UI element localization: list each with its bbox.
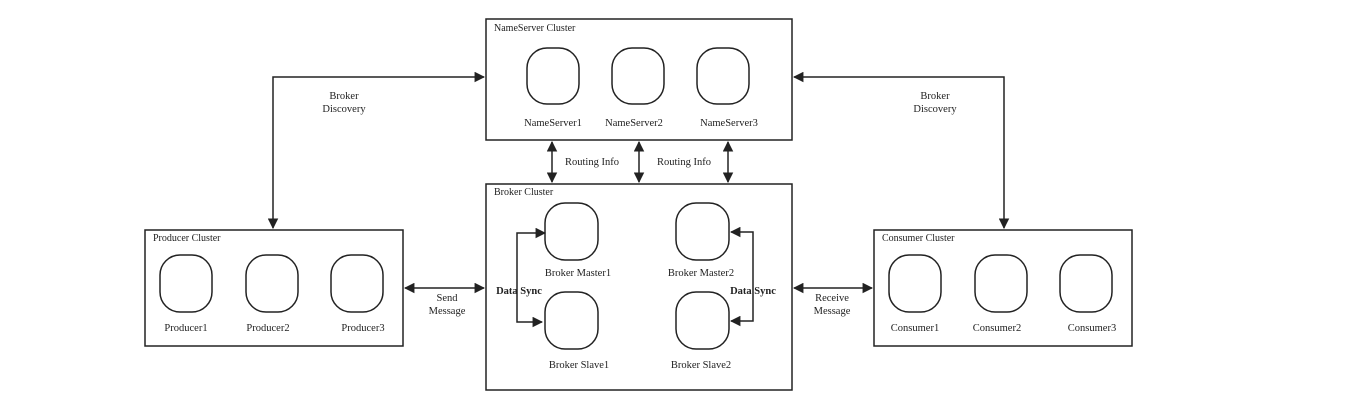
broker-master2-node — [675, 202, 730, 261]
broker-discovery-right-label-line2: Discovery — [913, 104, 957, 115]
broker-slave2-label: Broker Slave2 — [671, 360, 731, 371]
consumer1-label: Consumer1 — [891, 323, 939, 334]
consumer2-label: Consumer2 — [973, 323, 1021, 334]
producer1-node — [159, 254, 213, 313]
data-sync-right-connector — [729, 226, 754, 327]
receive-message-label-line1: Receive — [815, 293, 849, 304]
data-sync-right-label: Data Sync — [730, 286, 776, 297]
producer3-label: Producer3 — [341, 323, 384, 334]
broker-slave1-node — [544, 291, 599, 350]
producer2-node — [245, 254, 299, 313]
broker-discovery-right-connector — [792, 71, 1010, 230]
send-message-label-line1: Send — [437, 293, 459, 304]
producer2-label: Producer2 — [246, 323, 289, 334]
producer-cluster-title: Producer Cluster — [153, 233, 221, 244]
consumer-cluster-box — [873, 229, 1133, 347]
nameserver2-label: NameServer2 — [605, 118, 663, 129]
producer-cluster: Producer Cluster Producer1 Producer2 Pro… — [144, 229, 404, 347]
producer3-node — [330, 254, 384, 313]
nameserver-cluster-box — [485, 18, 793, 141]
producer-cluster-box — [144, 229, 404, 347]
consumer3-label: Consumer3 — [1068, 323, 1116, 334]
send-message-label-line2: Message — [429, 306, 466, 317]
consumer-cluster-title: Consumer Cluster — [882, 233, 955, 244]
nameserver-cluster-title: NameServer Cluster — [494, 23, 576, 34]
consumer-cluster: Consumer Cluster Consumer1 Consumer2 Con… — [873, 229, 1133, 347]
producer1-label: Producer1 — [164, 323, 207, 334]
data-sync-left-connector — [516, 227, 547, 328]
data-sync-left-label: Data Sync — [496, 286, 542, 297]
broker-slave2-node — [675, 291, 730, 350]
nameserver-cluster: NameServer Cluster NameServer1 NameServe… — [485, 18, 793, 141]
nameserver1-node — [526, 47, 580, 105]
nameserver3-label: NameServer3 — [700, 118, 758, 129]
broker-cluster-title: Broker Cluster — [494, 187, 554, 198]
receive-message-label-line2: Message — [814, 306, 851, 317]
consumer3-node — [1059, 254, 1113, 313]
routing-info-left-label: Routing Info — [565, 157, 619, 168]
broker-discovery-left-connector — [267, 71, 486, 230]
nameserver2-node — [611, 47, 665, 105]
broker-master1-node — [544, 202, 599, 261]
consumer1-node — [888, 254, 942, 313]
broker-cluster: Broker Cluster Broker Master1 Broker Mas… — [485, 183, 793, 391]
routing-info-right-label: Routing Info — [657, 157, 711, 168]
broker-discovery-left-label-line1: Broker — [329, 91, 359, 102]
broker-master1-label: Broker Master1 — [545, 268, 611, 279]
broker-cluster-box — [485, 183, 793, 391]
broker-slave1-label: Broker Slave1 — [549, 360, 609, 371]
broker-master2-label: Broker Master2 — [668, 268, 734, 279]
broker-discovery-left-label-line2: Discovery — [322, 104, 366, 115]
nameserver3-node — [696, 47, 750, 105]
broker-discovery-right-label-line1: Broker — [920, 91, 950, 102]
consumer2-node — [974, 254, 1028, 313]
nameserver1-label: NameServer1 — [524, 118, 582, 129]
